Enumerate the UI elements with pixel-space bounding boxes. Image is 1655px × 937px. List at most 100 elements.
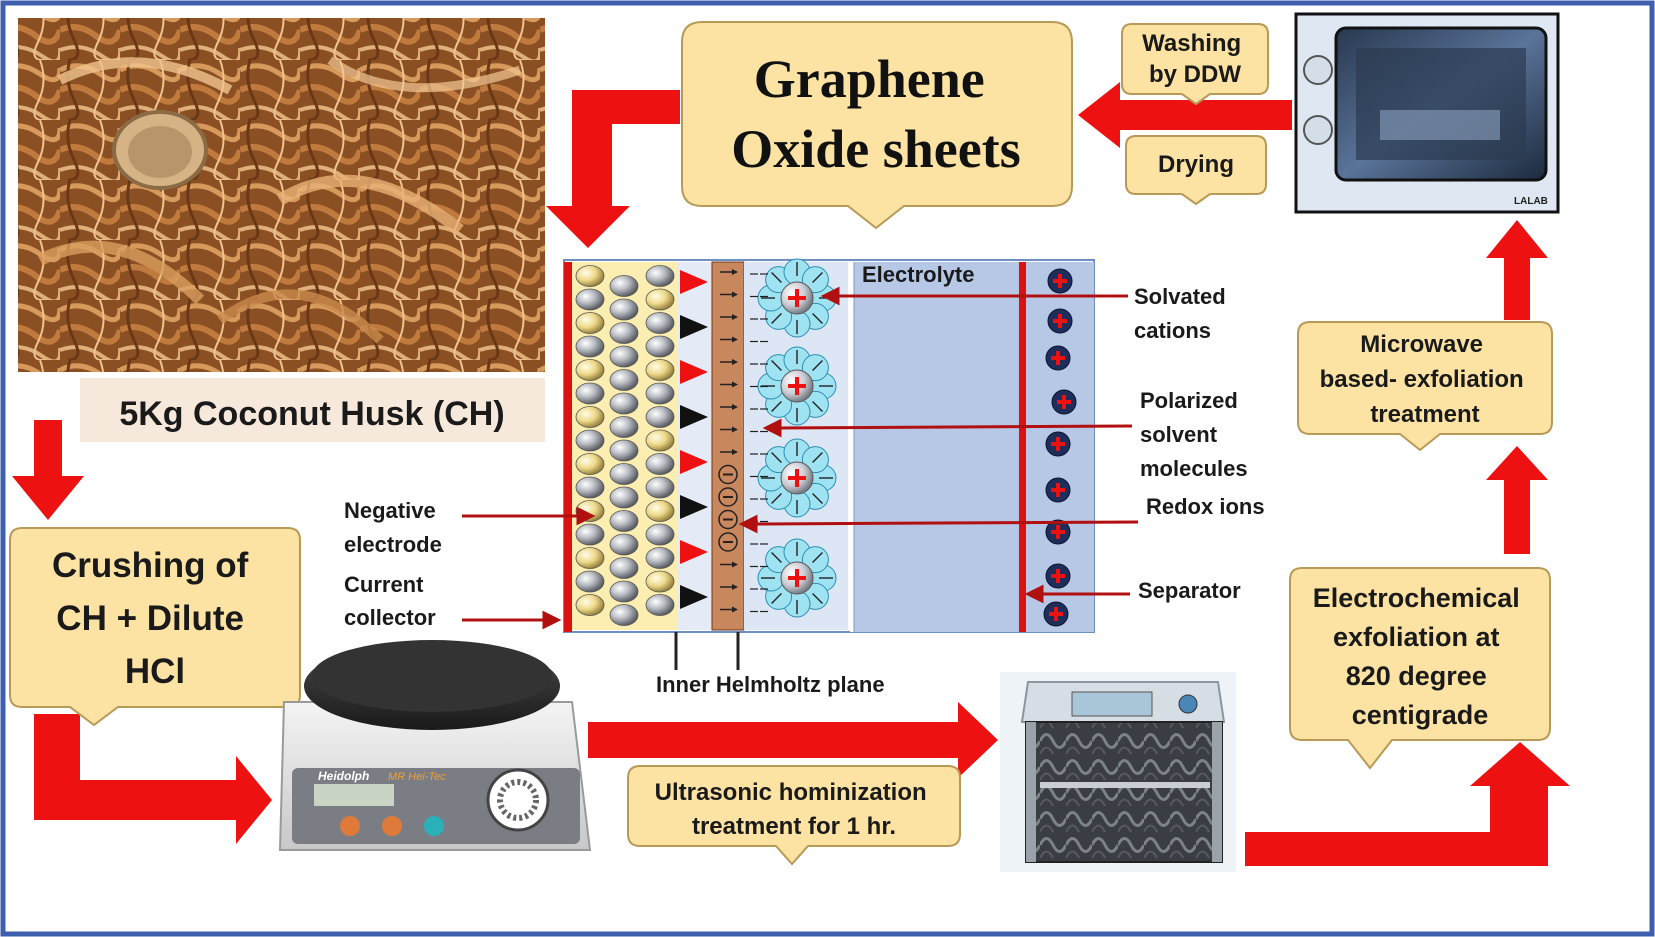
stirrer-model: MR Hei-Tec <box>388 771 446 783</box>
solvent-dipole <box>812 360 823 371</box>
grey-particle <box>645 406 675 428</box>
solvent-dipole <box>771 272 782 283</box>
cation-plus <box>1054 607 1058 621</box>
cation-plus <box>795 469 799 487</box>
grey-particle <box>645 476 675 499</box>
negative-charge-marker <box>680 585 708 609</box>
electrolyte-label: Electrolyte <box>862 262 975 287</box>
arrow-graphene-to-cell <box>546 90 680 248</box>
separator-membrane <box>1019 262 1026 632</box>
helmholtz-label: Inner Helmholtz plane <box>656 672 885 697</box>
dipole-arrow-head <box>732 426 738 433</box>
microwave-callout <box>1297 321 1553 452</box>
yellow-particle <box>575 453 605 475</box>
ultrasonic-text: Ultrasonic hominization treatment for 1 … <box>655 779 934 840</box>
arrow-bath-to-electrochemical <box>1245 742 1570 866</box>
grey-particle <box>609 439 639 462</box>
grey-particle <box>645 312 675 334</box>
solvated-label: Solvated cations <box>1134 284 1232 343</box>
process-arrows <box>12 82 1570 866</box>
solvent-dipole <box>771 401 782 412</box>
washing-callout <box>1121 23 1269 106</box>
dipole-arrow-head <box>732 314 738 320</box>
negative-electrode-label: Negative electrode <box>344 498 442 557</box>
dipole-arrow-head <box>732 584 738 590</box>
yellow-particle <box>645 359 675 381</box>
grey-particle <box>609 416 639 438</box>
yellow-particle <box>645 288 675 311</box>
microwave-text: Microwave based- exfoliation treatment <box>1320 331 1531 428</box>
dipole-arrow-head <box>732 449 738 455</box>
redox-label: Redox ions <box>1146 494 1265 519</box>
yellow-particle <box>575 594 605 616</box>
microwave-oven-image: LALAB <box>1294 12 1560 214</box>
graphene-callout <box>681 21 1073 230</box>
solvent-dipole <box>771 493 782 504</box>
grey-particle <box>645 335 675 358</box>
arrow-oven-to-graphene <box>1078 82 1292 148</box>
grey-particle <box>575 429 605 452</box>
negative-charge-marker <box>680 315 708 339</box>
electrode-particles <box>575 265 675 626</box>
husk-label-bg <box>80 378 545 442</box>
yellow-particle <box>575 359 605 381</box>
grey-particle <box>645 547 675 569</box>
electrochemical-callout <box>1289 567 1551 770</box>
grey-particle <box>609 369 639 391</box>
solvent-dipole <box>771 552 782 563</box>
yellow-particle <box>575 547 605 569</box>
cation-plus <box>1056 483 1060 497</box>
solvent-dipole <box>812 272 823 283</box>
microwave-brand: LALAB <box>1514 196 1548 207</box>
arrow-stirrer-to-bath <box>588 702 998 778</box>
grey-particle <box>575 382 605 405</box>
solvent-dipole <box>812 313 823 324</box>
cation-plus <box>1056 525 1060 539</box>
grey-particle <box>609 392 639 415</box>
solvent-dipole <box>812 493 823 504</box>
crushing-text: Crushing of CH + Dilute HCl <box>52 546 258 691</box>
grey-particle <box>645 382 675 405</box>
grey-particle <box>609 275 639 297</box>
husk-label: 5Kg Coconut Husk (CH) <box>119 395 504 433</box>
helmholtz-layer <box>711 261 745 631</box>
polarized-label: Polarized solvent molecules <box>1140 388 1248 481</box>
current-collector <box>564 262 572 632</box>
separator-label: Separator <box>1138 578 1241 603</box>
current-collector-label: Current collector <box>344 572 436 630</box>
dipole-arrow-head <box>732 269 738 275</box>
solvent-dipole <box>771 452 782 463</box>
grey-particle <box>575 288 605 311</box>
double-layer-schematic <box>563 258 1095 670</box>
dipole-arrow-head <box>732 381 738 388</box>
grey-particle <box>575 570 605 593</box>
grey-particle <box>609 510 639 532</box>
yellow-particle <box>575 265 605 287</box>
dipole-arrow-head <box>732 359 738 365</box>
yellow-particle <box>645 500 675 522</box>
yellow-particle <box>575 312 605 334</box>
cation-plus <box>1058 274 1062 288</box>
positive-charge-marker <box>680 540 708 564</box>
negative-charge-marker <box>680 405 708 429</box>
electrochemical-text: Electrochemical exfoliation at 820 degre… <box>1313 583 1528 730</box>
drying-text: Drying <box>1158 151 1234 178</box>
cation-plus <box>1056 437 1060 451</box>
washing-text: Washing by DDW <box>1142 30 1248 88</box>
cation-plus <box>1058 314 1062 328</box>
coconut-husk-photo <box>18 18 545 372</box>
graphene-text: Graphene Oxide sheets <box>731 49 1021 179</box>
grey-particle <box>609 298 639 321</box>
negative-charge-marker <box>680 495 708 519</box>
grey-particle <box>609 322 639 344</box>
ultrasonic-bath-image <box>1000 672 1236 872</box>
cation-plus <box>1056 569 1060 583</box>
grey-particle <box>645 594 675 616</box>
polarized-solvent-arrows <box>750 273 768 613</box>
grey-particle <box>609 604 639 626</box>
positive-charge-marker <box>680 270 708 294</box>
arrow-microwave-to-oven <box>1486 220 1548 320</box>
